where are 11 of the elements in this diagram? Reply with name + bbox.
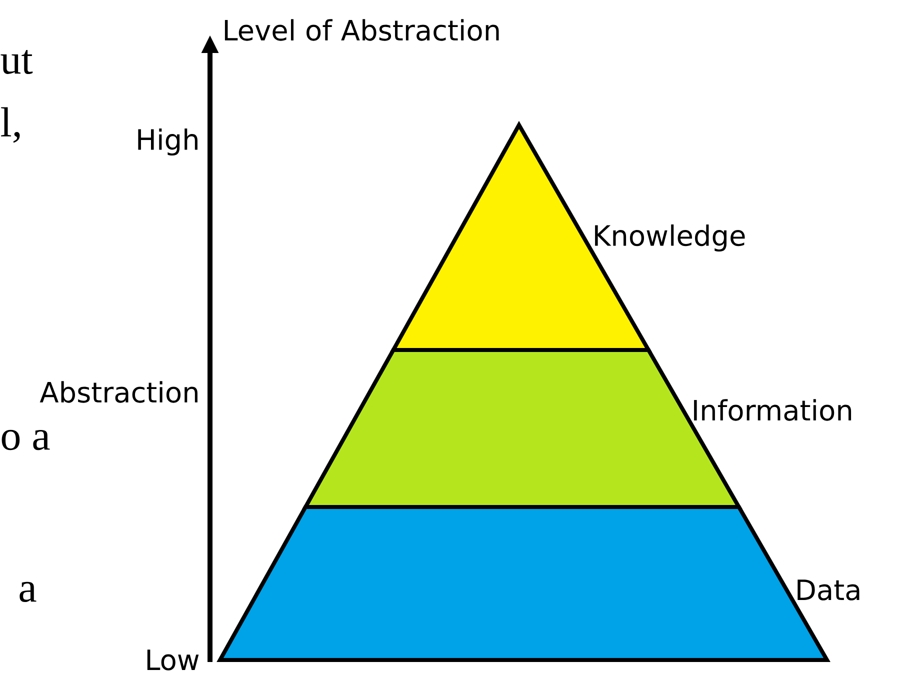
text-fragment: a	[20, 582, 36, 602]
axis-tick-label: High	[138, 128, 198, 156]
axis-tick-label: Low	[147, 650, 199, 670]
axis-tick-label: Abstraction	[40, 381, 198, 403]
text-fragment: ut	[0, 50, 33, 74]
band-label: Information	[694, 399, 852, 421]
band-label: Data	[798, 580, 860, 600]
axis-title: Level of Abstraction	[224, 19, 499, 41]
text-fragment: l,	[1, 107, 20, 143]
text-fragment: o a	[2, 430, 50, 450]
band-label: Knowledge	[595, 224, 745, 252]
